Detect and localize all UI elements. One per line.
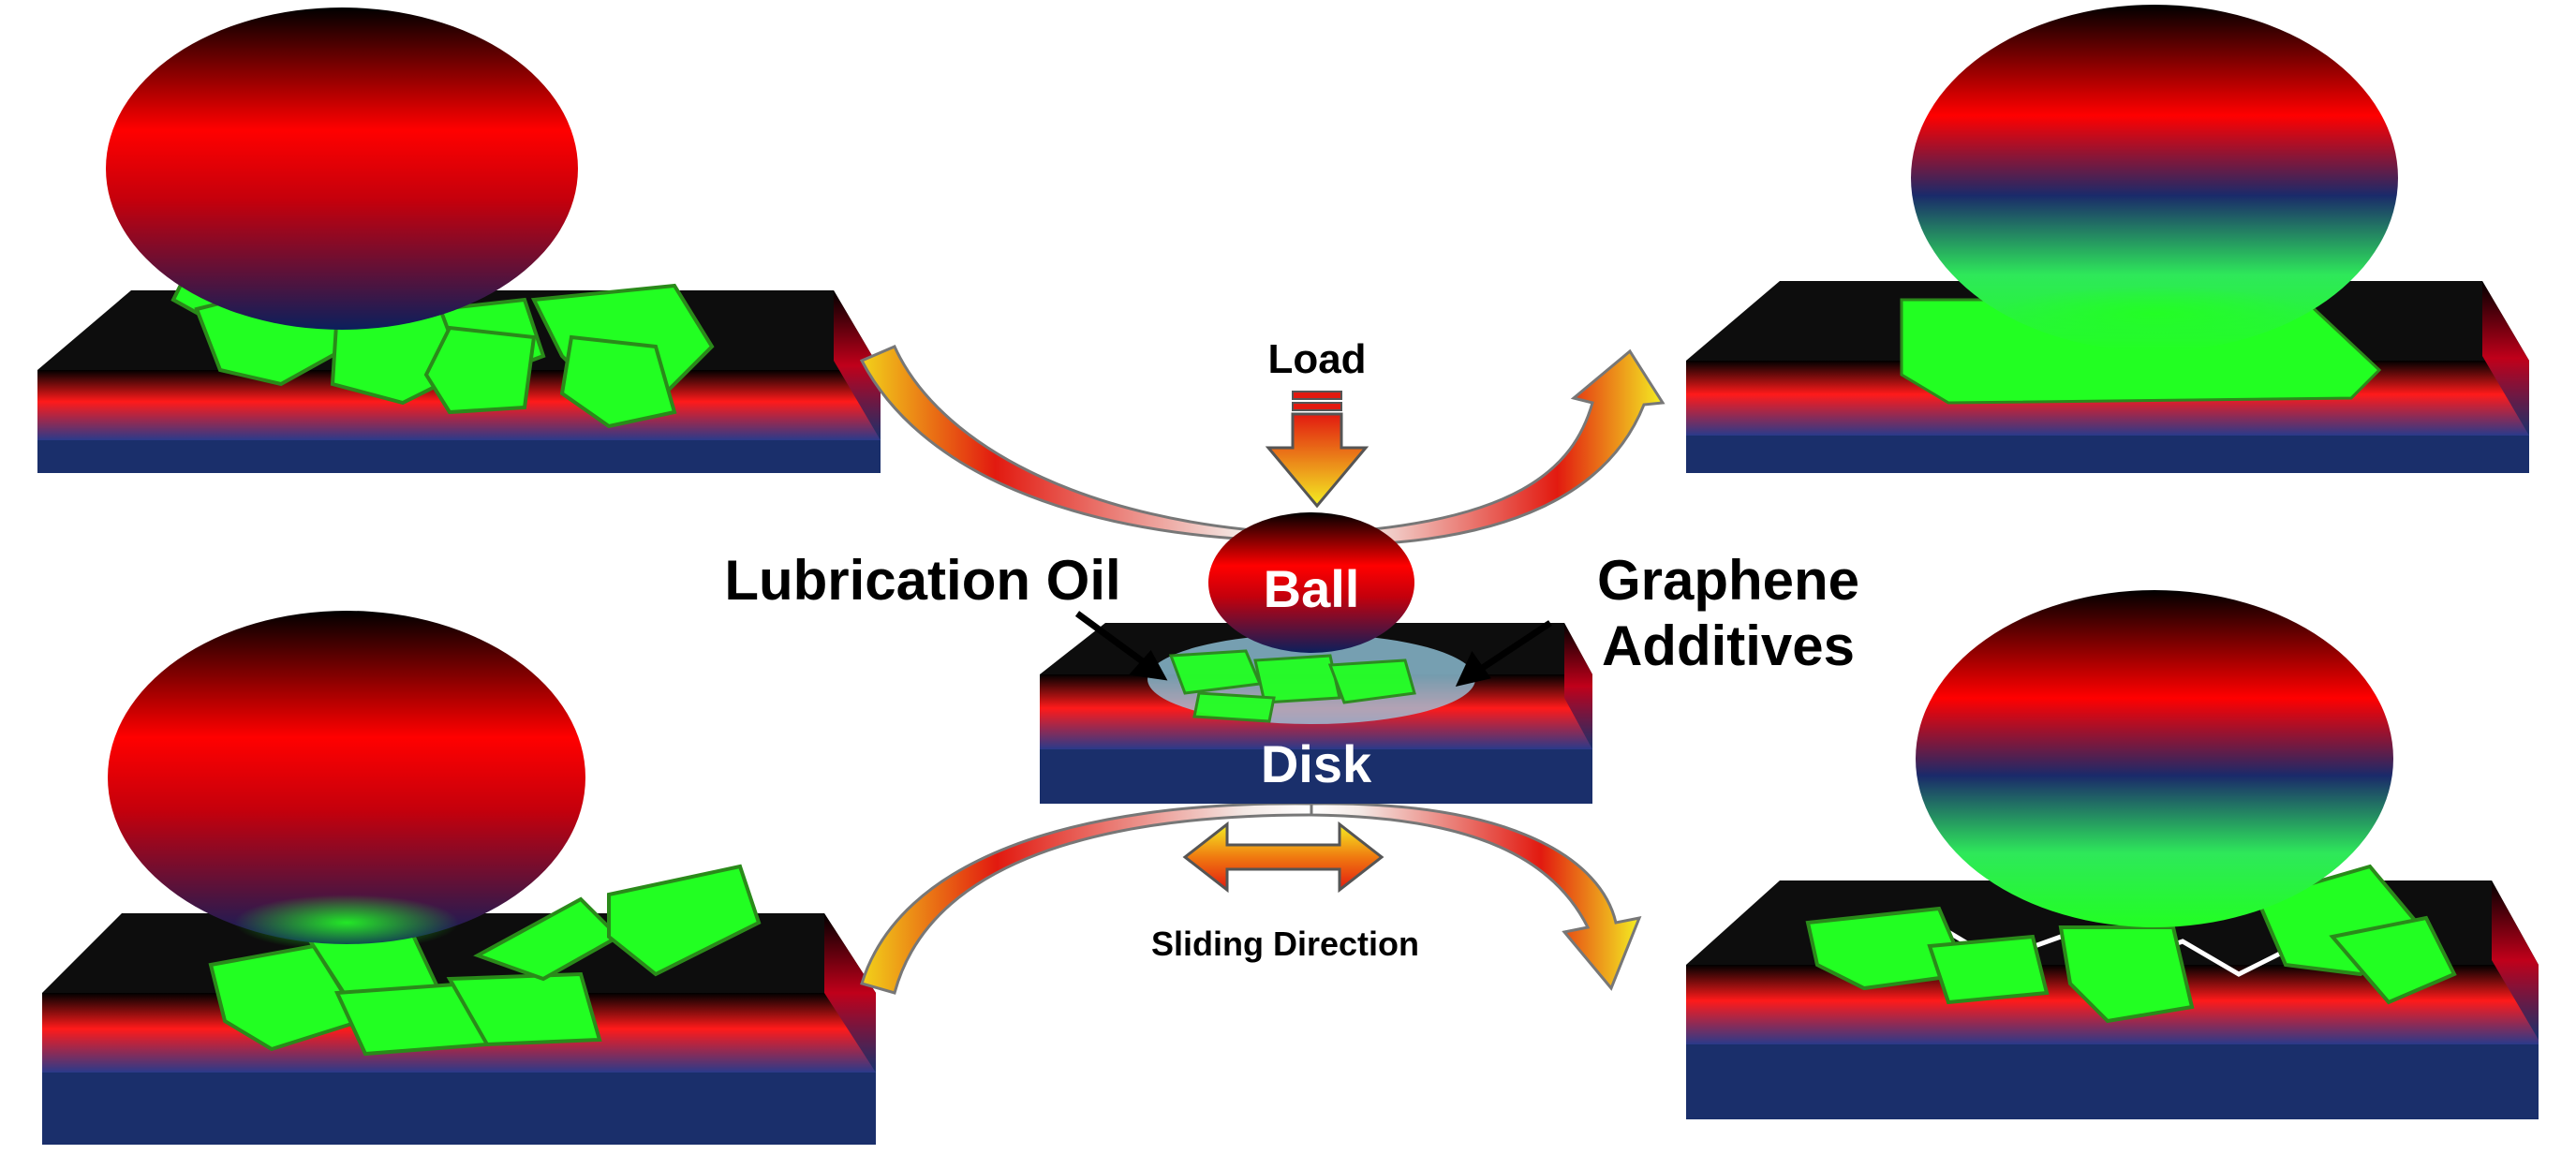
panel-top-left <box>37 7 881 473</box>
graphene-flakes <box>1805 864 2457 1024</box>
ball <box>1911 5 2398 351</box>
sliding-direction-label: Sliding Direction <box>1151 925 1419 963</box>
graphene-label-line1: Graphene <box>1597 549 1859 612</box>
graphene-flakes <box>170 250 715 429</box>
ball <box>106 7 578 330</box>
panel-top-right <box>1686 5 2529 473</box>
leader-lines <box>1074 611 1552 688</box>
load-label: Load <box>1267 336 1366 382</box>
center-ball <box>1208 512 1414 653</box>
ball <box>108 611 585 944</box>
graphene-flakes <box>208 864 762 1057</box>
panel-bottom-left <box>42 611 876 1145</box>
load-arrow-icon <box>1265 391 1369 509</box>
ball <box>1916 590 2393 927</box>
panel-bottom-right <box>1686 590 2539 1119</box>
graphene-label-line2: Additives <box>1602 614 1855 677</box>
disk-label: Disk <box>1261 734 1372 793</box>
lubrication-oil-label: Lubrication Oil <box>724 549 1120 612</box>
ball-label: Ball <box>1264 559 1360 618</box>
curved-arrow-icon <box>859 345 1666 995</box>
center-assembly <box>1040 512 1592 804</box>
sliding-direction-arrow-icon <box>1182 821 1384 894</box>
